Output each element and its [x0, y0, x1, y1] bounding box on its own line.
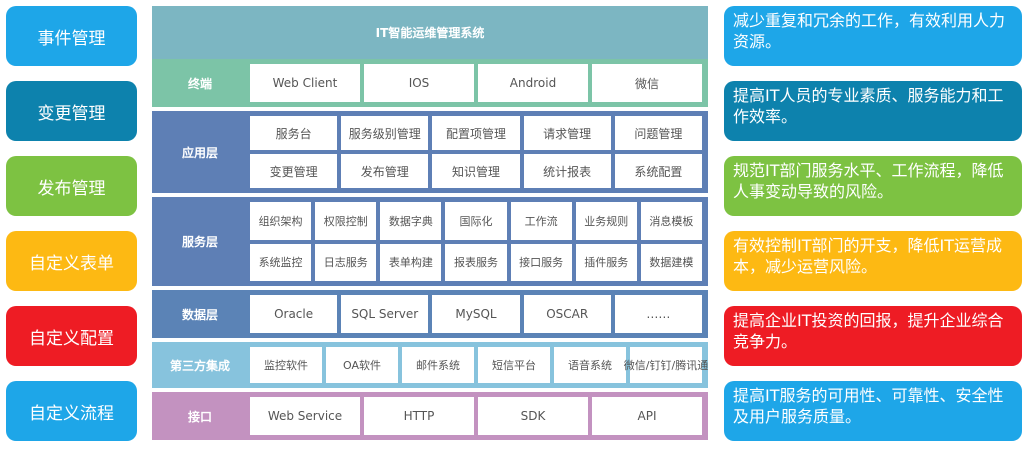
module-cell: 请求管理	[523, 116, 611, 150]
module-cell: 系统配置	[614, 154, 702, 188]
right-benefit-5: 提高企业IT投资的回报，提升企业综合竞争力。	[724, 306, 1022, 366]
right-benefit-6: 提高IT服务的可用性、可靠性、安全性及用户服务质量。	[724, 381, 1022, 441]
module-cell: 业务规则	[575, 202, 637, 240]
module-cell: 邮件系统	[402, 347, 474, 383]
module-cell: 服务级别管理	[341, 116, 429, 150]
left-feature-1: 事件管理	[6, 6, 137, 66]
module-cell: 工作流	[510, 202, 572, 240]
module-cell: 报表服务	[445, 243, 507, 281]
right-benefit-1: 减少重复和冗余的工作，有效利用人力资源。	[724, 6, 1022, 66]
module-cell: 服务台	[250, 116, 338, 150]
left-feature-label: 自定义流程	[29, 403, 114, 424]
module-cell: 国际化	[445, 202, 507, 240]
module-cell: 日志服务	[315, 243, 377, 281]
layer-label: 第三方集成	[169, 358, 230, 373]
left-feature-5: 自定义配置	[6, 306, 137, 366]
left-feature-label: 发布管理	[37, 178, 106, 199]
module-cell: 插件服务	[575, 243, 637, 281]
module-cell: 监控软件	[250, 347, 322, 383]
module-cell: OSCAR	[523, 295, 611, 333]
module-cell: API	[592, 397, 702, 435]
left-feature-label: 事件管理	[37, 28, 106, 49]
module-cell: 变更管理	[250, 154, 338, 188]
layer-label: 终端	[187, 76, 212, 91]
module-cell: Oracle	[250, 295, 338, 333]
module-cell: 微信	[592, 64, 702, 102]
system-title-band: IT智能运维管理系统	[152, 6, 708, 59]
module-cell: 问题管理	[614, 116, 702, 150]
module-cell: 表单构建	[380, 243, 442, 281]
module-cell: 消息模板	[640, 202, 702, 240]
module-cell: SQL Server	[341, 295, 429, 333]
module-cell: 短信平台	[478, 347, 550, 383]
module-cell: OA软件	[326, 347, 398, 383]
module-cell: 配置项管理	[432, 116, 520, 150]
module-cell: 数据建模	[640, 243, 702, 281]
left-feature-label: 变更管理	[37, 103, 106, 124]
module-cell: Android	[478, 64, 588, 102]
left-feature-2: 变更管理	[6, 81, 137, 141]
right-benefit-2: 提高IT人员的专业素质、服务能力和工作效率。	[724, 81, 1022, 141]
left-feature-label: 自定义配置	[29, 328, 114, 349]
layer-band-2: 应用层 服务台服务级别管理配置项管理请求管理问题管理变更管理发布管理知识管理统计报…	[152, 111, 708, 193]
module-cell: 语音系统	[554, 347, 626, 383]
module-cell: 组织架构	[250, 202, 312, 240]
right-benefit-3: 规范IT部门服务水平、工作流程，降低人事变动导致的风险。	[724, 156, 1022, 216]
module-cell: 知识管理	[432, 154, 520, 188]
layer-label: 服务层	[181, 235, 218, 249]
module-cell: 权限控制	[315, 202, 377, 240]
layer-label: 应用层	[181, 145, 218, 160]
module-cell: Web Service	[250, 397, 360, 435]
left-feature-4: 自定义表单	[6, 231, 137, 291]
module-cell: SDK	[478, 397, 588, 435]
module-cell: MySQL	[432, 295, 520, 333]
module-cell: IOS	[364, 64, 474, 102]
module-cell: 统计报表	[523, 154, 611, 188]
module-cell: 发布管理	[341, 154, 429, 188]
module-cell: ……	[614, 295, 702, 333]
left-feature-6: 自定义流程	[6, 381, 137, 441]
module-cell: 接口服务	[510, 243, 572, 281]
module-cell: Web Client	[250, 64, 360, 102]
module-cell: 微信/钉钉/腾讯通	[624, 347, 708, 383]
left-feature-3: 发布管理	[6, 156, 137, 216]
layer-label: 数据层	[181, 307, 218, 322]
right-benefit-4: 有效控制IT部门的开支，降低IT运营成本，减少运营风险。	[724, 231, 1022, 291]
system-title: IT智能运维管理系统	[375, 26, 485, 40]
module-cell: 数据字典	[380, 202, 442, 240]
layer-label: 接口	[187, 409, 212, 424]
module-cell: 系统监控	[250, 243, 312, 281]
layer-band-3: 服务层 组织架构权限控制数据字典国际化工作流业务规则消息模板系统监控日志服务表单构…	[152, 197, 708, 286]
left-feature-label: 自定义表单	[29, 253, 114, 274]
module-cell: HTTP	[364, 397, 474, 435]
